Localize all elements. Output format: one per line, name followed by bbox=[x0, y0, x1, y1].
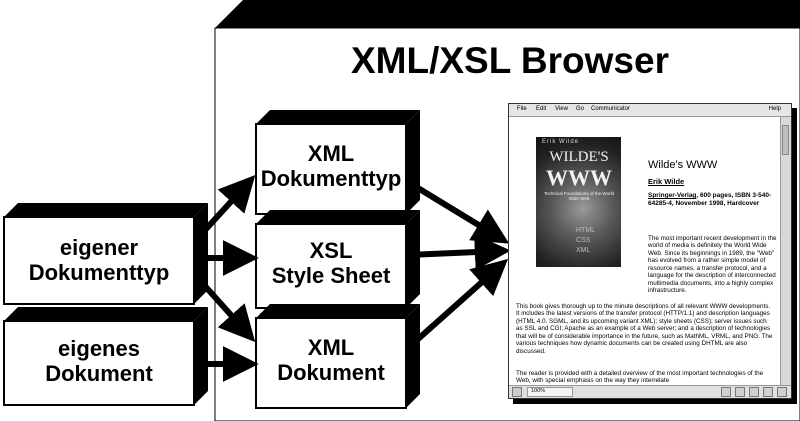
box-xml-dokument bbox=[255, 304, 420, 409]
publication-info: Springer-Verlag, 600 pages, ISBN 3-540-6… bbox=[648, 192, 776, 208]
arrow-xml-dokument-to-browser bbox=[406, 258, 509, 351]
zoom-level: 100% bbox=[531, 388, 546, 394]
label-eigenes-dokument: eigenes Dokument bbox=[4, 336, 194, 387]
cover-tag-xml: XML bbox=[576, 247, 591, 254]
menu-edit[interactable]: Edit bbox=[536, 106, 547, 112]
book-cover-image: Erik Wilde WILDE'S WWW Technical Foundat… bbox=[536, 137, 621, 267]
cover-author: Erik Wilde bbox=[542, 139, 580, 145]
publisher-link[interactable]: Springer-Verlag bbox=[648, 192, 697, 199]
page-content: Erik Wilde WILDE'S WWW Technical Foundat… bbox=[510, 117, 780, 386]
discussions-icon[interactable] bbox=[749, 387, 759, 397]
menu-go[interactable]: Go bbox=[576, 106, 585, 112]
box-xsl-style-sheet bbox=[255, 210, 420, 309]
menu-help[interactable]: Help bbox=[768, 106, 781, 112]
menu-view[interactable]: View bbox=[555, 106, 568, 112]
arrow-xsl-to-browser bbox=[407, 234, 511, 271]
paragraph-3: The reader is provided with a detailed o… bbox=[516, 370, 764, 385]
status-bar: 100% bbox=[509, 385, 791, 398]
page-heading: Wilde's WWW bbox=[648, 159, 718, 171]
security-lock-icon[interactable] bbox=[512, 387, 522, 397]
composer-icon[interactable] bbox=[763, 387, 773, 397]
arrow-typ-to-xml-dokument bbox=[193, 273, 256, 343]
label-xsl-style-sheet: XSL Style Sheet bbox=[256, 238, 406, 289]
paragraph-intro-start: The most important recent development in… bbox=[648, 235, 778, 294]
arrow-typ-to-xml-dokumenttyp bbox=[193, 175, 256, 243]
paragraph-2: This book gives thorough up to the minut… bbox=[516, 303, 773, 355]
label-line: eigenes bbox=[58, 336, 140, 361]
edit-icon[interactable] bbox=[777, 387, 787, 397]
label-xml-dokument: XML Dokument bbox=[256, 335, 406, 386]
paragraph-1: The most important recent development in… bbox=[648, 235, 777, 294]
label-eigener-dokumenttyp: eigener Dokumenttyp bbox=[4, 235, 194, 286]
cover-tag-css: CSS bbox=[576, 237, 591, 244]
label-line: Dokument bbox=[277, 360, 385, 386]
menu-bar: File Edit View Go Communicator Help bbox=[509, 104, 791, 117]
label-line: eigener bbox=[59, 235, 139, 260]
publication-details: , 600 pages, ISBN 3-540-64285-4, Novembe… bbox=[648, 192, 772, 207]
vertical-scrollbar[interactable] bbox=[780, 117, 791, 387]
box-eigener-dokumenttyp bbox=[3, 203, 208, 305]
menu-communicator[interactable]: Communicator bbox=[591, 106, 631, 112]
progress-field bbox=[527, 387, 573, 397]
cover-tag-html: HTML bbox=[576, 227, 596, 234]
browser-title: XML/XSL Browser bbox=[350, 40, 669, 81]
arrow-xml-dokumenttyp-to-browser bbox=[406, 179, 510, 244]
label-line: XSL bbox=[309, 238, 353, 263]
author-link[interactable]: Erik Wilde bbox=[648, 177, 685, 186]
box-xml-dokumenttyp bbox=[255, 110, 420, 215]
browser-screenshot: File Edit View Go Communicator Help Erik… bbox=[508, 103, 792, 399]
label-line: Dokumenttyp bbox=[28, 260, 170, 286]
arrows bbox=[193, 175, 511, 382]
label-line: XML bbox=[307, 335, 355, 360]
menu-file[interactable]: File bbox=[517, 106, 527, 112]
label-line: Style Sheet bbox=[271, 263, 391, 289]
cover-title-line2: WWW bbox=[546, 165, 612, 190]
navigator-icon[interactable] bbox=[721, 387, 731, 397]
box-eigenes-dokument bbox=[3, 307, 208, 406]
label-line: Dokument bbox=[45, 361, 153, 387]
cover-title-line1: WILDE'S bbox=[549, 149, 609, 165]
label-line: XML bbox=[307, 141, 355, 166]
label-line: Dokumenttyp bbox=[260, 166, 402, 192]
scrollbar-thumb[interactable] bbox=[782, 125, 789, 155]
label-xml-dokumenttyp: XML Dokumenttyp bbox=[256, 141, 406, 192]
cover-subtitle: Technical Foundations of the World Wide … bbox=[543, 191, 615, 201]
mail-icon[interactable] bbox=[735, 387, 745, 397]
